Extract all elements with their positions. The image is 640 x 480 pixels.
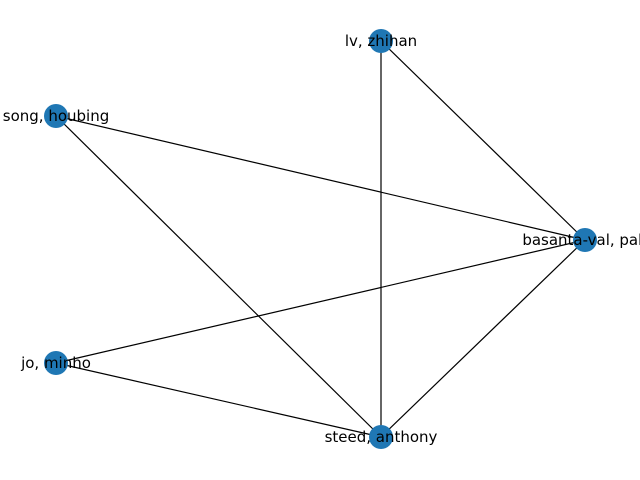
edge-jo-steed [55,362,382,438]
labels-layer: lv, zhihan song, houbing basanta-val, pab j… [3,32,640,446]
edges-layer [55,40,586,438]
edge-song-steed [55,115,382,438]
node-label-lv: lv, zhihan [345,32,417,50]
node-steed [369,425,393,449]
node-label-song: song, houbing [3,107,109,125]
node-basanta [573,228,597,252]
node-lv [369,29,393,53]
node-label-jo: jo, minho [20,354,91,372]
node-song [44,104,68,128]
edge-jo-basanta [55,239,586,364]
edge-basanta-steed [380,239,586,438]
edge-song-basanta [55,115,586,241]
node-label-steed: steed, anthony [325,428,438,446]
edge-lv-basanta [380,40,586,241]
nodes-layer [44,29,597,449]
node-jo [44,351,68,375]
node-label-basanta: basanta-val, pab [522,231,640,249]
